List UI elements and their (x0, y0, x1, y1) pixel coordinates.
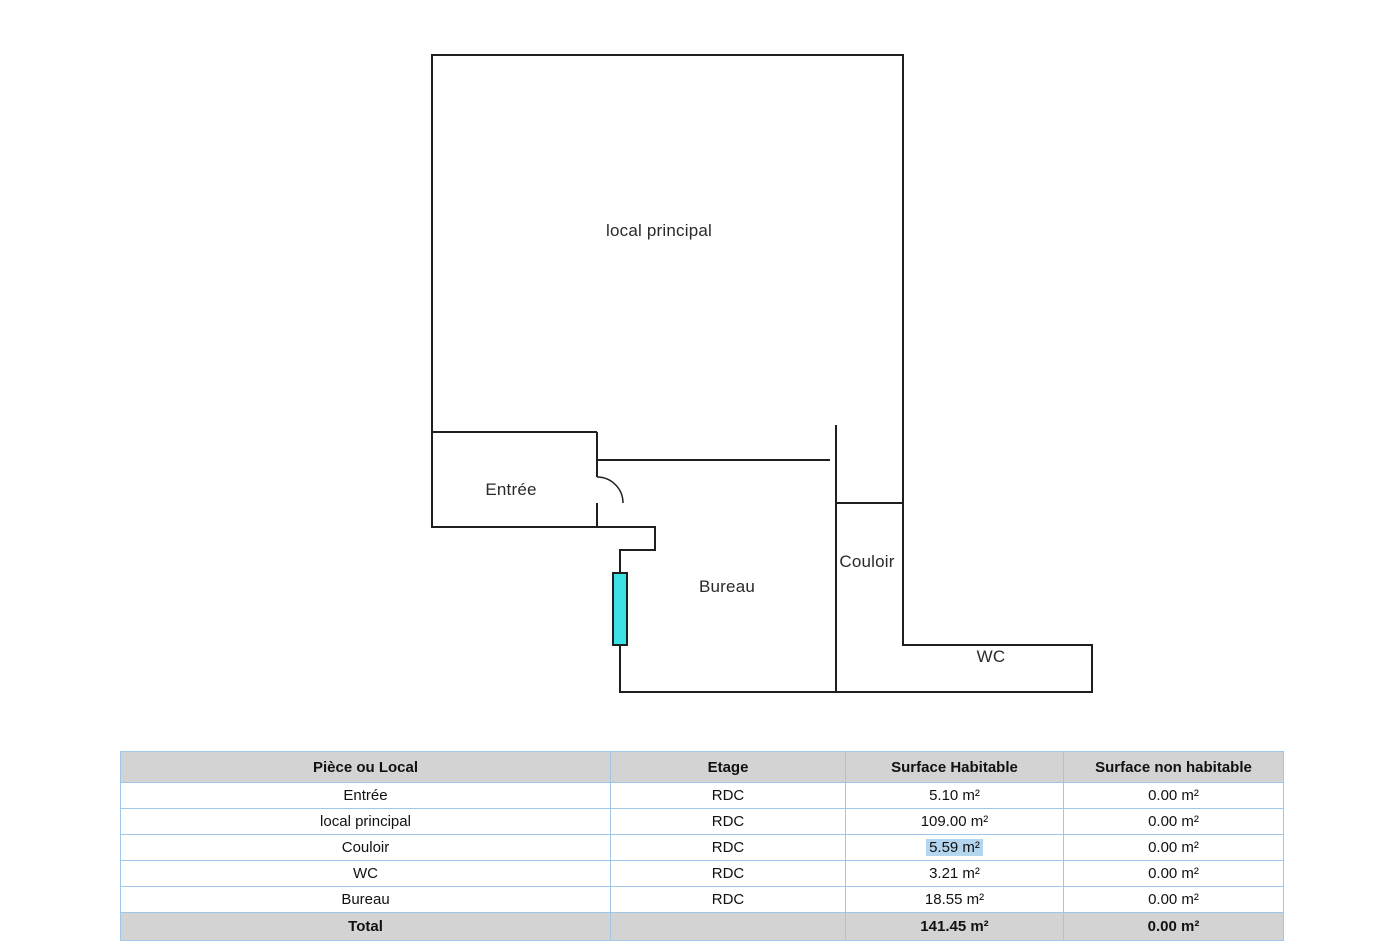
cell-etage: RDC (610, 782, 846, 809)
col-header-surface-habitable: Surface Habitable (845, 751, 1064, 783)
cell-etage: RDC (610, 860, 846, 887)
window-marker (612, 572, 628, 646)
cell-etage: RDC (610, 808, 846, 835)
cell-surface-non-habitable: 0.00 m² (1063, 808, 1284, 835)
room-label-local-principal: local principal (606, 221, 712, 240)
cell-etage: RDC (610, 886, 846, 913)
floor-plan: local principal Entrée Bureau Couloir WC (431, 54, 1093, 693)
cell-piece: Couloir (120, 834, 611, 861)
cell-piece: Entrée (120, 782, 611, 809)
floor-plan-drawing (431, 54, 1093, 693)
cell-surface-habitable: 3.21 m² (845, 860, 1064, 887)
cell-total-etage (610, 912, 846, 941)
cell-surface-habitable: 5.59 m² (845, 834, 1064, 861)
cell-surface-non-habitable: 0.00 m² (1063, 860, 1284, 887)
table-row-entree: Entrée RDC 5.10 m² 0.00 m² (120, 782, 1284, 809)
col-header-piece: Pièce ou Local (120, 751, 611, 783)
wall-outer-boundary (431, 54, 1093, 693)
selected-value-highlight[interactable]: 5.59 m² (926, 839, 983, 856)
col-header-surface-non-habitable: Surface non habitable (1063, 751, 1284, 783)
cell-surface-non-habitable: 0.00 m² (1063, 782, 1284, 809)
door-swing-arc (596, 476, 624, 504)
cell-total-surface-habitable: 141.45 m² (845, 912, 1064, 941)
cell-total-surface-non-habitable: 0.00 m² (1063, 912, 1284, 941)
room-label-bureau: Bureau (698, 577, 756, 596)
cell-surface-habitable: 18.55 m² (845, 886, 1064, 913)
cell-piece: Bureau (120, 886, 611, 913)
cell-etage: RDC (610, 834, 846, 861)
table-row-wc: WC RDC 3.21 m² 0.00 m² (120, 860, 1284, 887)
table-row-total: Total 141.45 m² 0.00 m² (120, 912, 1284, 941)
col-header-etage: Etage (610, 751, 846, 783)
surface-table: Pièce ou Local Etage Surface Habitable S… (120, 751, 1284, 941)
room-label-wc: WC (976, 647, 1006, 666)
cell-surface-non-habitable: 0.00 m² (1063, 886, 1284, 913)
cell-piece: local principal (120, 808, 611, 835)
table-row-bureau: Bureau RDC 18.55 m² 0.00 m² (120, 886, 1284, 913)
cell-total-label: Total (120, 912, 611, 941)
table-header-row: Pièce ou Local Etage Surface Habitable S… (120, 751, 1284, 783)
cell-surface-habitable: 5.10 m² (845, 782, 1064, 809)
room-label-couloir: Couloir (839, 552, 895, 571)
cell-surface-habitable: 109.00 m² (845, 808, 1064, 835)
table-row-local-principal: local principal RDC 109.00 m² 0.00 m² (120, 808, 1284, 835)
cell-piece: WC (120, 860, 611, 887)
cell-surface-non-habitable: 0.00 m² (1063, 834, 1284, 861)
room-label-entree: Entrée (485, 480, 537, 499)
table-row-couloir: Couloir RDC 5.59 m² 0.00 m² (120, 834, 1284, 861)
